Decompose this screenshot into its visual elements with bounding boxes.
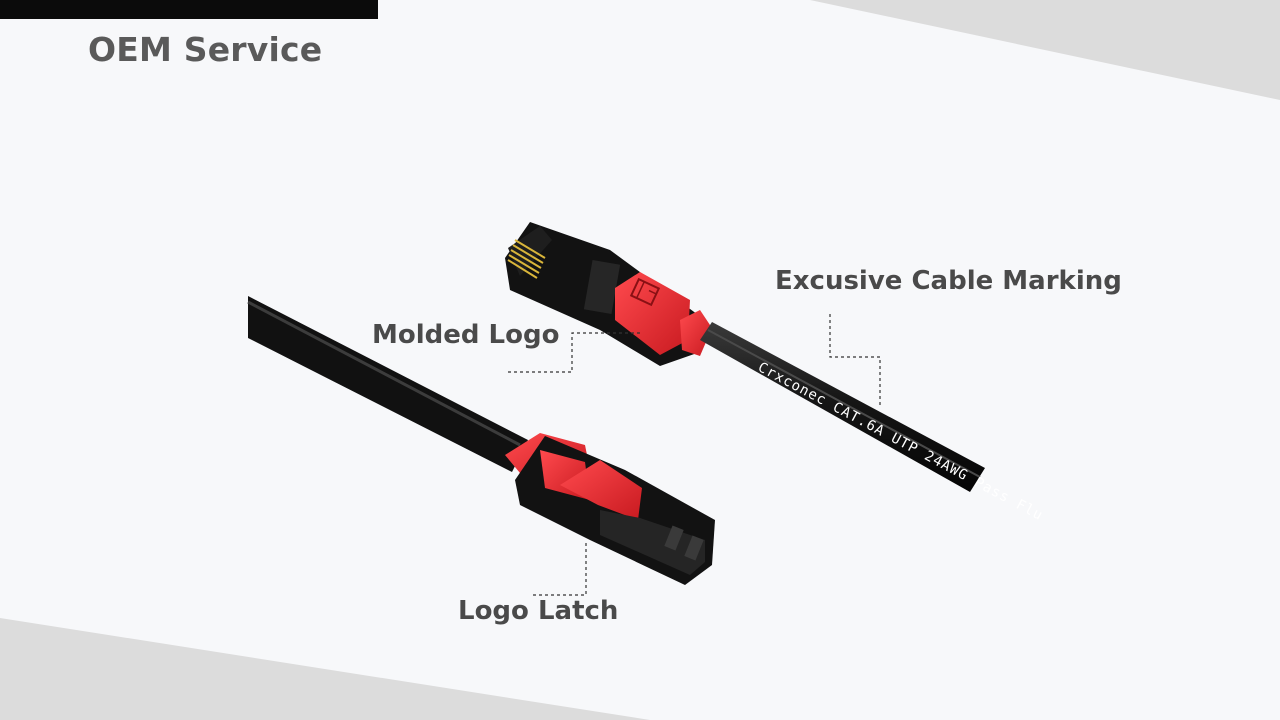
lower-plug-housing — [600, 510, 705, 575]
top-accent-bar — [0, 0, 378, 19]
page-title: OEM Service — [88, 30, 323, 69]
gold-contacts — [507, 239, 546, 279]
molded-logo-icon — [629, 277, 661, 307]
molded-logo-boot — [615, 272, 690, 355]
callout-logo-latch: Logo Latch — [458, 596, 619, 626]
upper-strain-relief — [680, 310, 712, 356]
upper-plug-window — [583, 259, 621, 315]
leader-molded-logo — [508, 332, 640, 373]
upper-cable: Crxconec CAT.6A UTP 24AWG Pass Flu — [700, 322, 1046, 524]
callout-cable-marking: Excusive Cable Marking — [775, 266, 1122, 296]
leader-logo-latch — [533, 540, 587, 596]
callout-molded-logo: Molded Logo — [372, 320, 560, 350]
lower-rj45-plug — [505, 433, 715, 585]
logo-latch-clip — [560, 460, 642, 520]
bottom-left-band — [0, 618, 650, 720]
top-right-band — [810, 0, 1280, 100]
callout-leaders — [508, 314, 881, 596]
lower-cable — [247, 296, 528, 472]
cable-marking-text: Crxconec CAT.6A UTP 24AWG Pass Flu — [755, 359, 1046, 524]
upper-rj45-plug — [505, 222, 712, 366]
leader-cable-marking — [829, 314, 881, 406]
